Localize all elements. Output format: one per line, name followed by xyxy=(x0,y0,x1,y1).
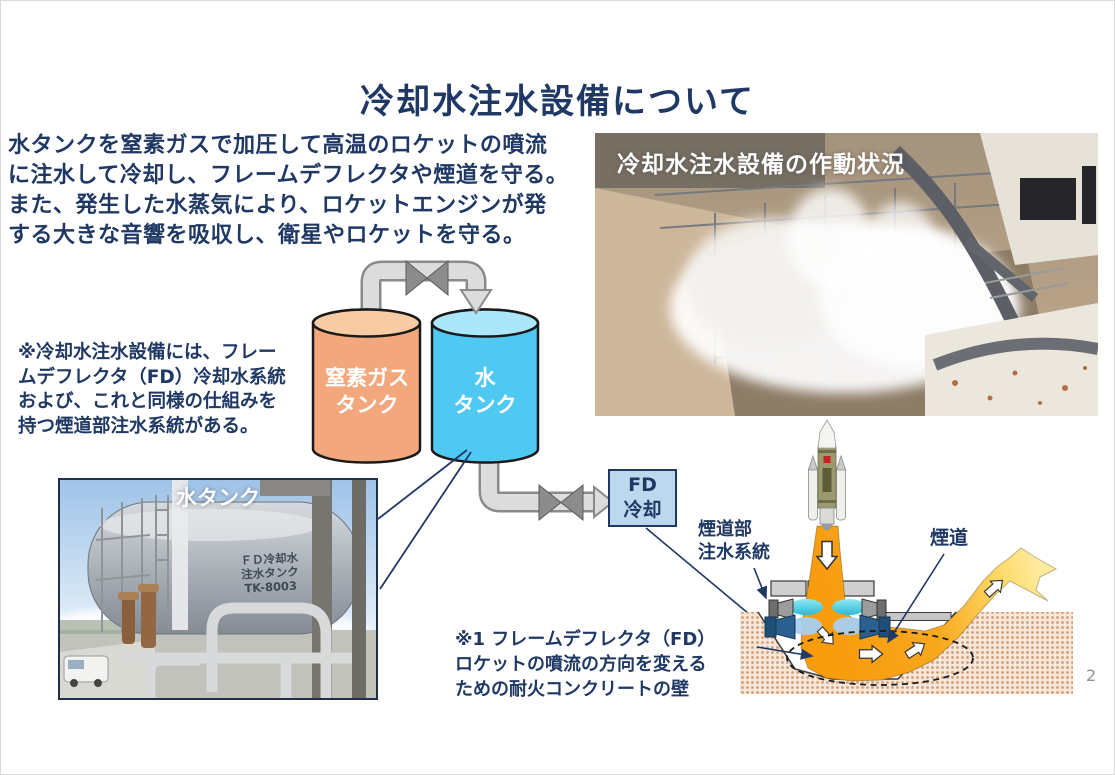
flow-arrows xyxy=(814,540,1009,664)
water-spray xyxy=(832,599,866,615)
van xyxy=(63,655,109,687)
spray-photo-art xyxy=(595,133,1098,416)
page-title: 冷却水注水設備について xyxy=(360,82,755,122)
spray-test-photo: 冷却水注水設備の作動状況 xyxy=(595,133,1098,416)
water-spray xyxy=(789,599,823,615)
ground xyxy=(740,612,1073,694)
water-spray xyxy=(790,617,822,635)
valve-icon xyxy=(538,483,584,522)
flame-duct-diagram xyxy=(740,419,1073,694)
fd-cooling-box: FD 冷却 xyxy=(608,469,677,527)
exhaust-plume xyxy=(800,525,1058,682)
rust-speckles xyxy=(952,366,1087,405)
pipe-arrowhead xyxy=(459,289,493,315)
tank-photo-art xyxy=(60,480,376,698)
spray-nozzles-right xyxy=(859,598,891,640)
flame-deflector-note: ※1 フレームデフレクタ（FD） ロケットの噴流の方向を変える ための耐火コンク… xyxy=(455,629,716,700)
foreground-pipes xyxy=(120,602,352,698)
fd-dashed-ellipse xyxy=(786,630,974,686)
side-note: ※冷却水注水設備には、フレー ムデフレクタ（FD）冷却水系統 および、これと同様… xyxy=(18,342,286,437)
water-spray xyxy=(833,617,865,635)
duct-injection-system-label: 煙道部 注水系統 xyxy=(698,519,770,563)
launch-platform xyxy=(770,580,807,597)
label-arrows xyxy=(753,553,945,660)
spray-nozzles-left xyxy=(764,598,796,640)
page-number: 2 xyxy=(1086,666,1097,685)
bronze-valves xyxy=(118,584,159,648)
photo-pointer-lines xyxy=(377,449,472,590)
water-tank-label: 水 タンク xyxy=(453,366,517,417)
flame-trench xyxy=(757,611,957,680)
tank-nameplate-text: ＦＤ冷却水 注水タンク TK-8003 xyxy=(240,550,300,596)
spray-photo-caption: 冷却水注水設備の作動状況 xyxy=(617,152,905,178)
rocket xyxy=(807,419,847,530)
tank-photo-caption: 水タンク xyxy=(176,486,260,510)
nitrogen-tank-label: 窒素ガス タンク xyxy=(325,366,409,417)
duct-label: 煙道 xyxy=(930,527,969,549)
valve-icon xyxy=(405,259,449,297)
launch-platform xyxy=(807,580,875,597)
water-tank-photo: 水タンク ＦＤ冷却水 注水タンク TK-8003 xyxy=(58,478,378,700)
intro-paragraph: 水タンクを窒素ガスで加圧して高温のロケットの噴流 に注水して冷却し、フレームデフ… xyxy=(8,133,569,248)
